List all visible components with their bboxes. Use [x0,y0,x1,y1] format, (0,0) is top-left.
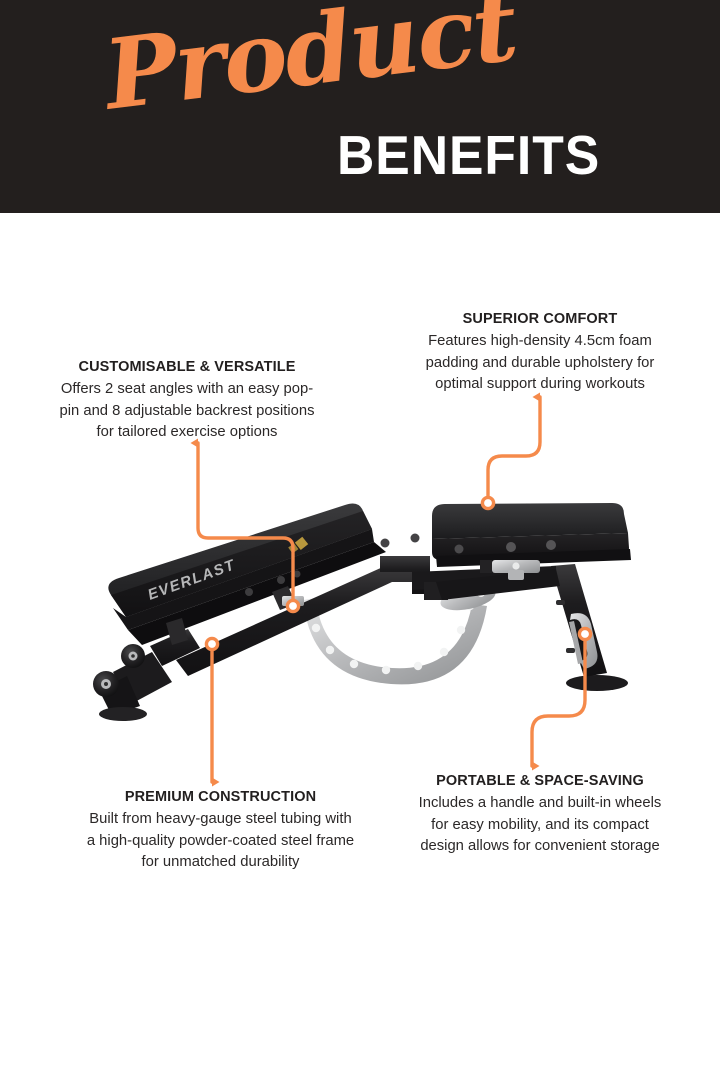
callout-portable: PORTABLE & SPACE-SAVING Includes a handl… [400,772,680,858]
connector-customisable [190,438,301,614]
backrest-pad: EVERLAST [108,503,420,645]
callout-line: pin and 8 adjustable backrest positions [59,402,315,419]
callout-comfort: SUPERIOR COMFORT Features high-density 4… [400,310,680,396]
callout-body: Built from heavy-gauge steel tubing with… [58,809,383,874]
backrest-adjustment-arc [303,585,496,685]
callout-body: Features high-density 4.5cm foam padding… [400,331,680,396]
callout-title: SUPERIOR COMFORT [462,311,618,327]
callout-title: PREMIUM CONSTRUCTION [124,789,317,805]
callout-line: Features high-density 4.5cm foam [428,333,652,350]
main-frame-rail [176,556,560,676]
callout-line: for tailored exercise options [96,424,278,441]
callout-line: Built from heavy-gauge steel tubing with [89,811,352,828]
front-base-wheels [93,618,200,721]
callout-line: design allows for convenient storage [420,838,660,855]
rear-leg-assembly [551,564,628,691]
brand-text: EVERLAST [146,556,239,604]
callout-body: Includes a handle and built-in wheels fo… [400,793,680,858]
connector-construction [204,636,220,787]
callout-title: PORTABLE & SPACE-SAVING [436,773,644,789]
connector-comfort [480,392,542,511]
callout-construction: PREMIUM CONSTRUCTION Built from heavy-ga… [58,788,383,874]
callout-customisable: CUSTOMISABLE & VERSATILE Offers 2 seat a… [22,358,352,444]
callout-line: Offers 2 seat angles with an easy pop- [60,381,314,398]
callout-line: for easy mobility, and its compact [431,816,649,833]
header-banner: Product BENEFITS [0,0,720,213]
callout-title: CUSTOMISABLE & VERSATILE [78,359,296,375]
seat-pad [432,503,631,580]
callout-line: for unmatched durability [141,854,300,871]
connector-portable [530,626,593,771]
callout-line: optimal support during workouts [435,376,645,393]
callout-line: Includes a handle and built-in wheels [418,795,662,812]
callout-body: Offers 2 seat angles with an easy pop- p… [22,379,352,444]
callout-line: a high-quality powder-coated steel frame [86,832,355,849]
header-main-word: BENEFITS [337,124,601,186]
callout-line: padding and durable upholstery for [425,354,655,371]
